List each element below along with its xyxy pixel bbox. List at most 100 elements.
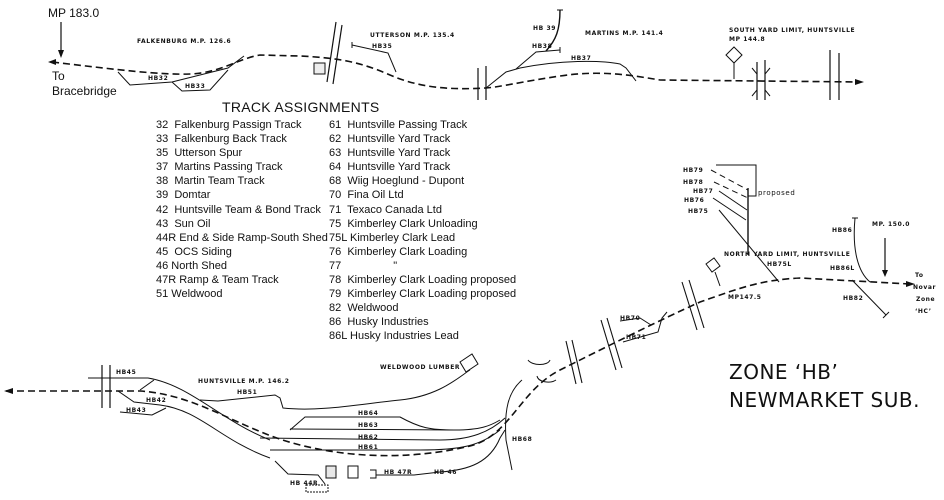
track-hb45: [88, 377, 271, 441]
zone-label: ZONE ‘HB’: [729, 360, 839, 384]
label-hb62: HB62: [358, 434, 378, 441]
legend-item: 79 Kimberley Clark Loading proposed: [329, 288, 517, 301]
signal-sign-icon: [725, 46, 743, 64]
bumper-icon: [882, 311, 890, 319]
legend-item: 78 Kimberley Clark Loading proposed: [329, 274, 517, 287]
label-hb46: HB 46: [434, 469, 457, 476]
building-icon: [347, 465, 359, 479]
legend-item: 42 Huntsville Team & Bond Track: [156, 203, 321, 216]
legend-item: 45 OCS Siding: [156, 245, 232, 258]
track-hb75-hb75l: [718, 209, 780, 283]
legend-item: 37 Martins Passing Track: [156, 161, 283, 174]
subdivision-label: NEWMARKET SUB.: [729, 388, 920, 412]
station-huntsville: HUNTSVILLE M.P. 146.2: [198, 378, 290, 385]
label-hb76: HB76: [684, 197, 704, 204]
label-hb61: HB61: [358, 444, 378, 451]
direction-east-line3: Zone: [916, 296, 935, 303]
legend-item: 86L Husky Industries Lead: [329, 330, 459, 343]
track-hb82: [851, 279, 887, 316]
track-hb78: [713, 181, 749, 199]
legend-item: 32 Falkenburg Passign Track: [156, 119, 302, 131]
label-hb39: HB 39: [533, 25, 556, 32]
track-hb62: [259, 417, 506, 441]
station-south-yard-limit-mp: MP 144.8: [729, 36, 765, 43]
label-hb86l: HB86L: [830, 265, 855, 272]
weldwood-lumber-building-icon: [459, 353, 479, 373]
station-utterson: UTTERSON M.P. 135.4: [370, 32, 455, 39]
legend-item: 64 Huntsville Yard Track: [329, 161, 451, 174]
legend-item: 77 ": [329, 259, 398, 272]
station-north-yard-limit: NORTH YARD LIMIT, HUNTSVILLE: [724, 251, 850, 258]
label-hb42: HB42: [146, 397, 166, 404]
lower-main-line: [4, 277, 915, 457]
legend-item: 51 Weldwood: [156, 288, 223, 301]
label-hb63: HB63: [358, 422, 378, 429]
direction-east-line1: To: [915, 272, 924, 279]
legend-item: 61 Huntsville Passing Track: [329, 119, 468, 131]
bridge-line: [571, 339, 583, 384]
label-hb79: HB79: [683, 167, 703, 174]
west-arrow-lower-icon: [4, 388, 13, 394]
direction-west-line1: To: [52, 69, 65, 83]
legend-item: 62 Huntsville Yard Track: [329, 133, 451, 146]
direction-west-line2: Bracebridge: [52, 84, 117, 98]
label-hb64: HB64: [358, 410, 378, 417]
bridge-line: [332, 24, 343, 85]
track-hb35: [351, 44, 397, 73]
track-hb37: [485, 60, 637, 89]
ramp-icon: [370, 469, 377, 479]
east-arrow-lower-icon: [906, 281, 915, 287]
legend-title: TRACK ASSIGNMENTS: [222, 99, 380, 115]
label-hb37: HB37: [571, 55, 591, 62]
track-hb77: [718, 190, 748, 211]
legend-item: 86 Husky Industries: [329, 316, 429, 329]
direction-east-line2: Novar: [913, 284, 936, 291]
main-track-lower: [6, 277, 911, 457]
west-arrow-icon: [48, 59, 56, 65]
track-hb61: [270, 429, 501, 451]
track-hb32: [117, 55, 245, 86]
label-hb86: HB86: [832, 227, 852, 234]
building-icon: [313, 62, 326, 75]
track-hb46-47r: [376, 429, 506, 476]
legend-item: 70 Fina Oil Ltd: [329, 189, 404, 202]
label-hb45: HB45: [116, 369, 136, 376]
legend-column-2: 61 Huntsville Passing Track 62 Huntsville…: [329, 118, 516, 344]
milepost-east-arrow-icon: [882, 270, 888, 277]
label-hb38: HB38: [532, 43, 552, 50]
station-south-yard-limit: SOUTH YARD LIMIT, HUNTSVILLE: [729, 27, 855, 34]
track-hb42: [117, 390, 271, 459]
track-hb70: [619, 317, 652, 326]
label-hb32: HB32: [148, 75, 168, 82]
track-hb45-switch: [139, 379, 155, 391]
legend-item: 39 Domtar: [156, 189, 211, 202]
main-track-upper: [51, 54, 861, 90]
label-hb43: HB43: [126, 407, 146, 414]
signal-post: [714, 271, 721, 287]
proposed-bracket: [716, 164, 757, 197]
legend-item: 46 North Shed: [156, 259, 227, 272]
label-hb35: HB35: [372, 43, 392, 50]
station-weldwood-lumber: WELDWOOD LUMBER: [380, 364, 460, 371]
legend-item: 63 Huntsville Yard Track: [329, 147, 451, 160]
label-hb75: HB75: [688, 208, 708, 215]
legend-item: 82 Weldwood: [329, 302, 399, 315]
upper-main-line: [48, 54, 864, 90]
track-hb68: [505, 379, 523, 471]
track-hb33: [171, 69, 229, 92]
label-hb75l: HB75L: [767, 261, 792, 268]
track-hb63: [289, 419, 501, 431]
label-hb68: HB68: [512, 436, 532, 443]
bridge-line: [606, 317, 623, 369]
east-arrow-icon: [855, 79, 864, 85]
milepost-west-arrow-icon: [58, 50, 64, 58]
legend-item: 71 Texaco Canada Ltd: [329, 203, 442, 216]
bridge-rail: [536, 375, 557, 383]
label-hb77: HB77: [693, 188, 713, 195]
track-hb43: [119, 407, 167, 416]
legend-item: 75 Kimberley Clark Unloading: [329, 217, 478, 230]
station-falkenburg: FALKENBURG M.P. 126.6: [137, 38, 231, 45]
bridge-line: [326, 21, 337, 83]
legend-item: 44R End & Side Ramp-South Shed: [156, 231, 328, 244]
